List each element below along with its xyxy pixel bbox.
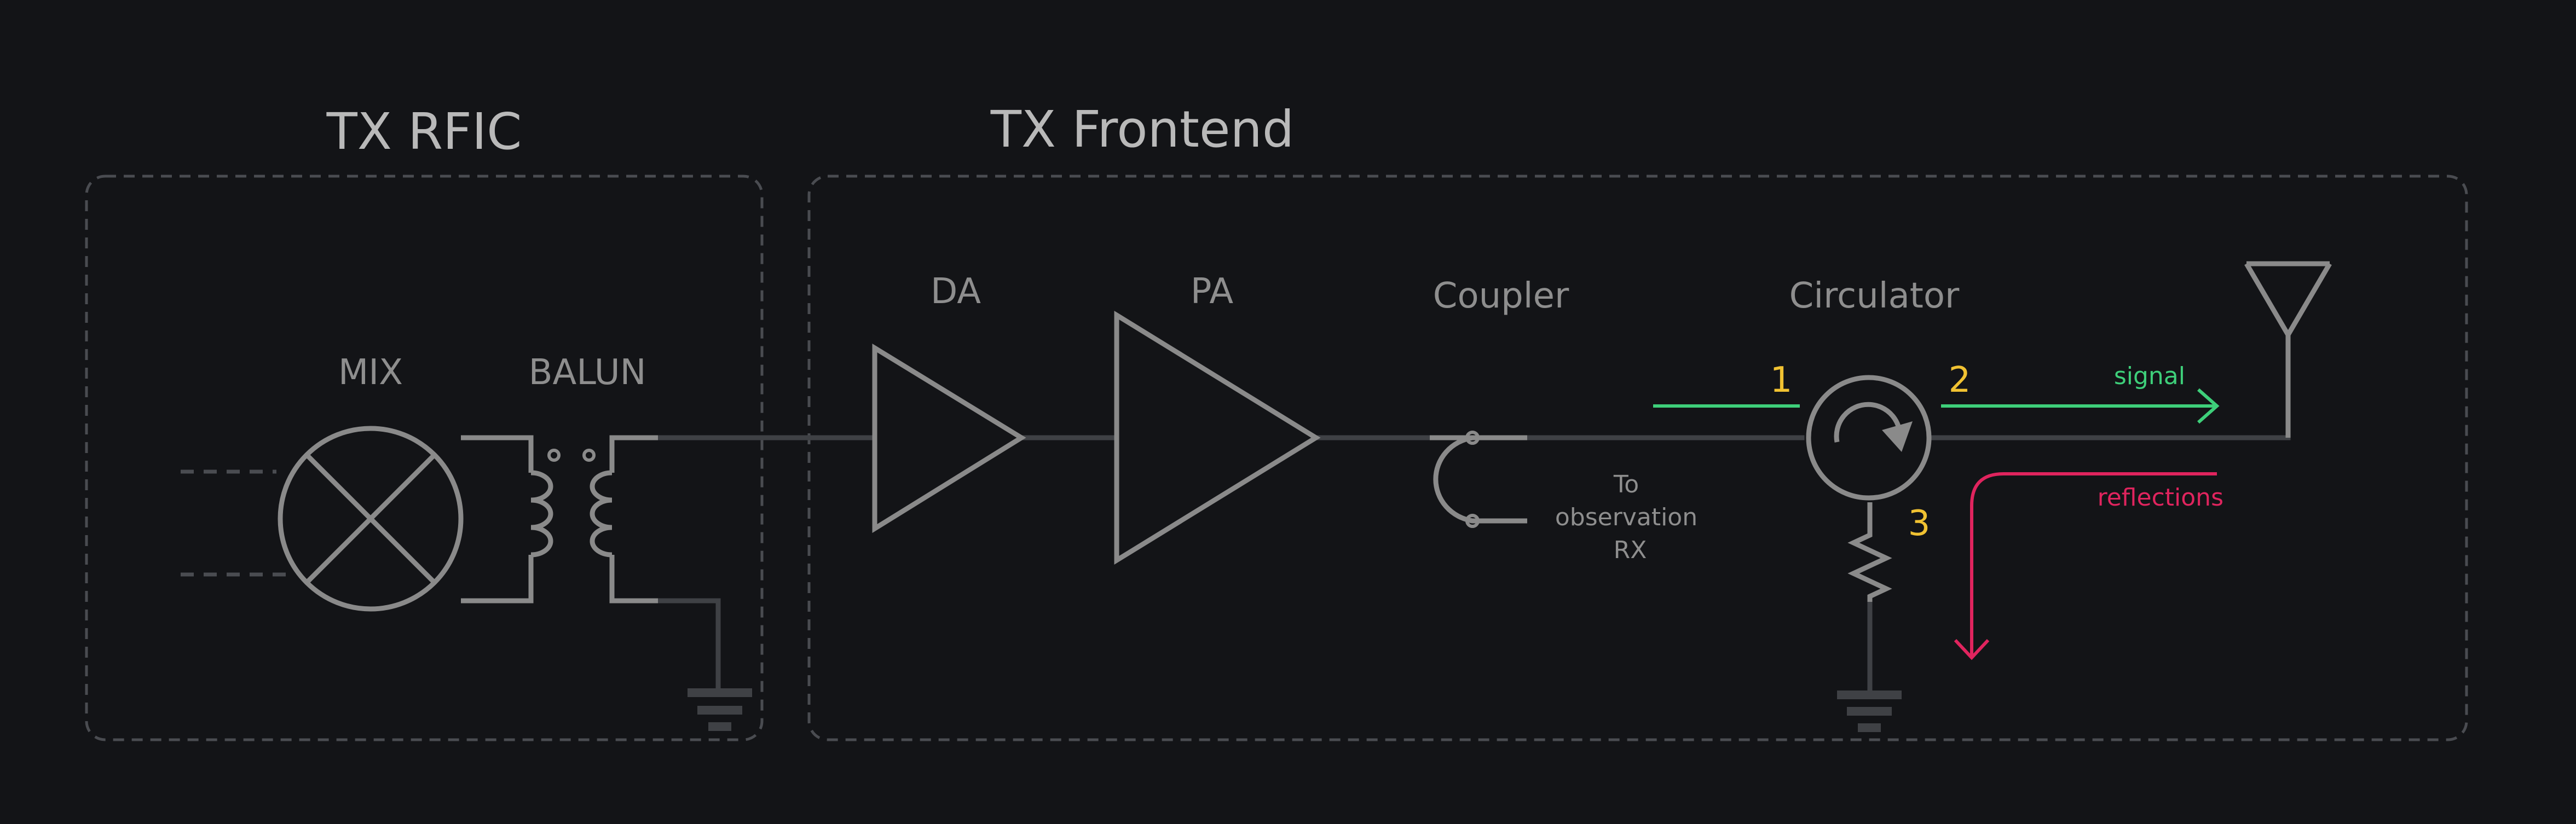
tx-frontend-title: TX Frontend: [990, 100, 1294, 159]
tx-rfic-title: TX RFIC: [326, 102, 522, 161]
circulator-direction-arrow: [1882, 421, 1913, 452]
coupler-note-line-3: RX: [1614, 536, 1647, 564]
reflections-arrow: [1954, 472, 2217, 660]
power-amplifier: [1114, 310, 1321, 565]
balun-label: BALUN: [529, 352, 646, 393]
wires: [655, 435, 2291, 698]
ground-icon: [688, 688, 752, 731]
balun-secondary-coil: [590, 470, 613, 558]
balun-transformer: [530, 435, 658, 604]
circulator-label: Circulator: [1789, 276, 1960, 316]
coupler: [1430, 431, 1527, 528]
signal-arrow: [1941, 388, 2220, 424]
mixer-symbol: [278, 426, 464, 612]
coupler-note: To observation RX: [1555, 471, 1705, 564]
signal-label: signal: [2114, 362, 2185, 390]
resistor-icon: [1847, 502, 1892, 602]
circulator: [1806, 375, 1932, 602]
tx-frontend-box: [807, 175, 2468, 741]
reflections-label: reflections: [2098, 484, 2223, 512]
tx-rfic-box: [85, 175, 764, 741]
pa-label: PA: [1191, 271, 1234, 312]
coupler-note-line-1: To: [1613, 471, 1639, 498]
port-2-label: 2: [1949, 360, 1971, 401]
antenna-icon: [2244, 261, 2332, 438]
mixer: [181, 426, 534, 612]
mix-label: MIX: [338, 352, 403, 393]
circulator-symbol: [1806, 375, 1932, 501]
coupler-label: Coupler: [1433, 276, 1569, 316]
da-label: DA: [931, 271, 981, 312]
port-3-label: 3: [1908, 503, 1931, 544]
ground-icon: [1837, 690, 1902, 732]
coupler-note-line-2: observation: [1555, 503, 1697, 531]
port-1-label: 1: [1770, 360, 1793, 401]
balun-primary-coil: [530, 470, 553, 558]
driver-amplifier: [872, 343, 1026, 533]
